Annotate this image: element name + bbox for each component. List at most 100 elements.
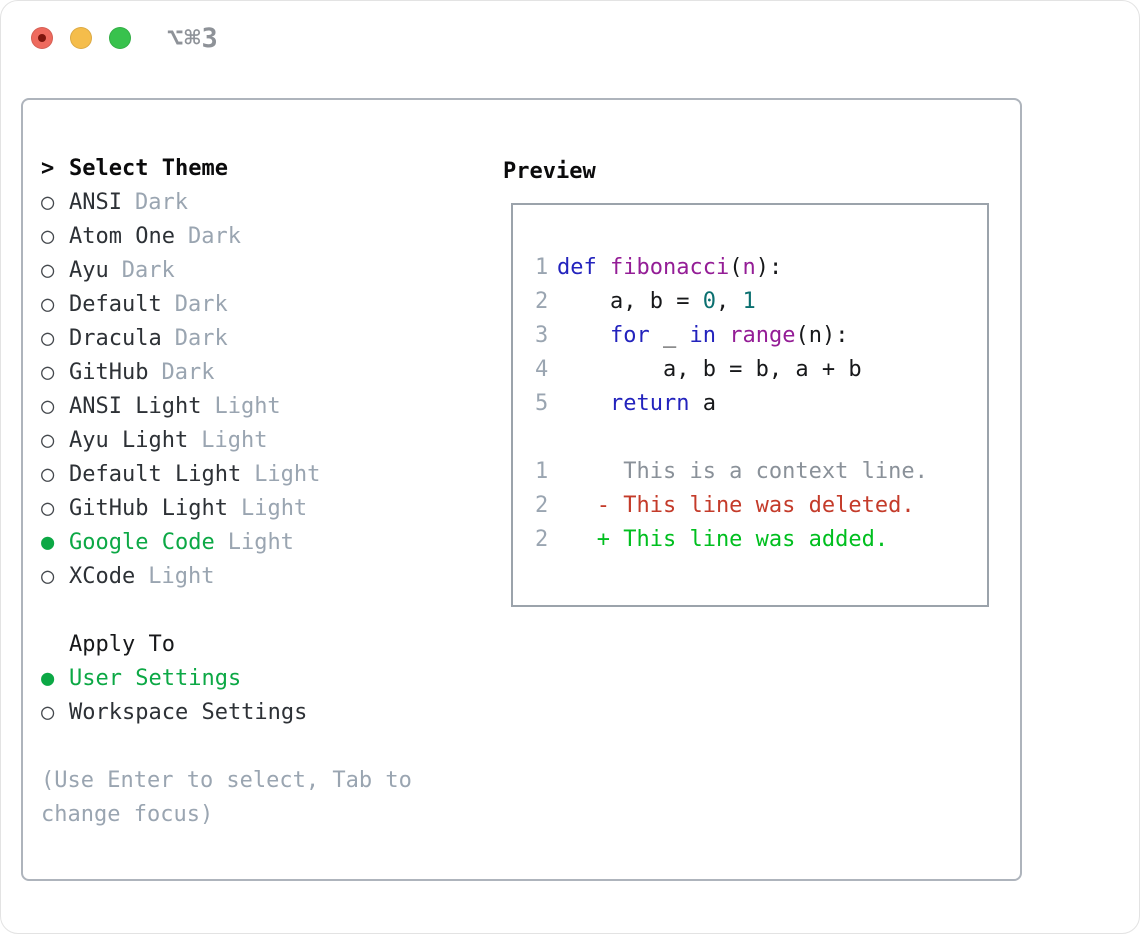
- code-segment: - This line was deleted.: [557, 493, 915, 518]
- select-theme-header: > Select Theme: [41, 152, 493, 186]
- window-title: ⌥⌘3: [167, 23, 219, 54]
- theme-option[interactable]: ○ ANSI Dark: [41, 186, 493, 220]
- code-segment: 1: [742, 289, 756, 314]
- select-theme-label: Select Theme: [69, 156, 228, 181]
- apply-to-list: ●User Settings ○ Workspace Settings: [41, 662, 493, 730]
- radio-unselected-icon: ○: [41, 700, 55, 725]
- radio-unselected-icon: ○: [41, 292, 55, 317]
- code-segment: return: [609, 391, 690, 416]
- code-segment: ,: [715, 289, 743, 314]
- line-number: 3: [535, 323, 549, 348]
- code-segment: 0: [702, 289, 716, 314]
- titlebar: ⌥⌘3: [1, 1, 1139, 75]
- code-segment: in: [689, 323, 716, 348]
- radio-unselected-icon: ○: [41, 258, 55, 283]
- radio-unselected-icon: ○: [41, 224, 55, 249]
- preview-code-line: 1 This is a context line.: [535, 455, 977, 489]
- line-number: 1: [535, 255, 549, 280]
- apply-to-label: Apply To: [69, 632, 175, 657]
- code-segment: (n):: [795, 323, 849, 348]
- code-segment: for: [609, 323, 650, 348]
- line-number: 2: [535, 493, 549, 518]
- code-segment: [557, 387, 610, 421]
- radio-unselected-icon: ○: [41, 326, 55, 351]
- code-segment: fibonacci: [610, 255, 730, 280]
- option-variant-label: Dark: [121, 258, 175, 283]
- code-segment: def: [557, 255, 597, 280]
- option-label: Ayu Light: [69, 428, 189, 453]
- option-label: Default: [69, 292, 162, 317]
- zoom-button[interactable]: [109, 27, 131, 49]
- option-variant-label: Dark: [134, 190, 188, 215]
- code-segment: range: [729, 323, 796, 348]
- preview-code: 1 def fibonacci (n): 2 a, b = 0, 1 3 for _ i…: [535, 251, 977, 557]
- option-label: Default Light: [69, 462, 242, 487]
- preview-code-line: 5 return a: [535, 387, 977, 421]
- radio-unselected-icon: ○: [41, 496, 55, 521]
- option-variant-label: Light: [240, 496, 308, 521]
- code-segment: This is a context line.: [557, 459, 928, 484]
- prompt-caret: >: [41, 156, 55, 181]
- radio-unselected-icon: ○: [41, 360, 55, 385]
- code-segment: [597, 251, 610, 285]
- code-segment: [557, 319, 610, 353]
- option-variant-label: Dark: [161, 360, 215, 385]
- option-label: Dracula: [69, 326, 162, 351]
- option-variant-label: Light: [214, 394, 281, 419]
- code-segment: + This line was added.: [557, 527, 889, 552]
- code-segment: a, b =: [557, 289, 703, 314]
- theme-option[interactable]: ○ ANSI Light Light: [41, 390, 493, 424]
- radio-unselected-icon: ○: [41, 428, 55, 453]
- radio-unselected-icon: ○: [41, 394, 55, 419]
- radio-unselected-icon: ○: [41, 190, 55, 215]
- code-segment: ):: [755, 255, 783, 280]
- apply-to-option[interactable]: ○ Workspace Settings: [41, 696, 493, 730]
- minimize-button[interactable]: [70, 27, 92, 49]
- radio-unselected-icon: ○: [41, 564, 55, 589]
- preview-code-line: [535, 421, 977, 455]
- apply-to-option[interactable]: ●User Settings: [41, 662, 493, 696]
- option-label: Workspace Settings: [69, 700, 308, 725]
- preview-code-line: 2 + This line was added.: [535, 523, 977, 557]
- close-dot-icon: [38, 34, 46, 42]
- option-label: User Settings: [69, 666, 242, 691]
- option-label: Atom One: [69, 224, 175, 249]
- option-variant-label: Dark: [174, 292, 228, 317]
- line-number: 2: [535, 527, 549, 552]
- code-segment: a: [689, 391, 716, 416]
- line-number: 1: [535, 459, 549, 484]
- line-number: 2: [535, 289, 549, 314]
- line-number: [535, 421, 549, 455]
- option-label: GitHub Light: [69, 496, 228, 521]
- traffic-lights: [31, 27, 131, 49]
- theme-option[interactable]: ○ Default Dark: [41, 288, 493, 322]
- hint-text: (Use Enter to select, Tab to change focu…: [41, 768, 412, 827]
- option-variant-label: Light: [254, 462, 321, 487]
- option-variant-label: Light: [227, 530, 294, 555]
- preview-box: 1 def fibonacci (n): 2 a, b = 0, 1 3 for _ i…: [511, 203, 989, 607]
- code-segment: n: [742, 255, 756, 280]
- close-button[interactable]: [31, 27, 53, 49]
- line-number: 4: [535, 357, 549, 382]
- option-variant-label: Light: [148, 564, 215, 589]
- option-label: Google Code: [69, 530, 215, 555]
- preview-label: Preview: [503, 159, 596, 184]
- preview-code-line: 4 a, b = b, a + b: [535, 353, 977, 387]
- option-label: ANSI Light: [69, 394, 202, 419]
- preview-code-line: 3 for _ in range(n):: [535, 319, 977, 353]
- theme-option[interactable]: ○ GitHub Light Light: [41, 492, 493, 526]
- option-label: ANSI: [69, 190, 122, 215]
